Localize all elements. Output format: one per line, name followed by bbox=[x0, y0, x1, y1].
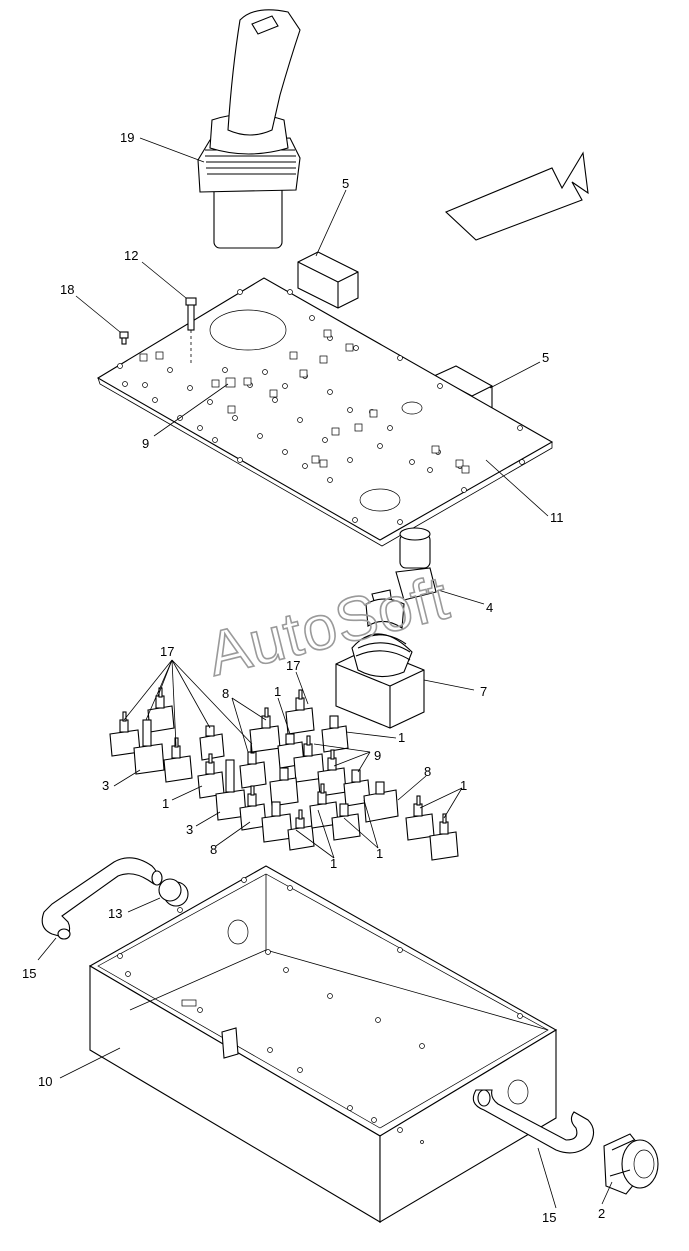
callout-12: 12 bbox=[124, 248, 138, 263]
callout-1-upper-a: 1 bbox=[274, 684, 281, 699]
callout-1-right: 1 bbox=[460, 778, 467, 793]
toggle-switches bbox=[109, 687, 459, 861]
callout-1-upper-b: 1 bbox=[398, 730, 405, 745]
screw-18 bbox=[119, 331, 129, 345]
bolt-12 bbox=[185, 297, 197, 364]
callout-9-switches: 9 bbox=[374, 748, 381, 763]
callout-labels: 19 5 12 18 5 9 11 4 7 17 17 8 1 1 9 3 1 … bbox=[22, 130, 605, 1225]
callout-8-lower: 8 bbox=[210, 842, 217, 857]
plate-bushings bbox=[139, 329, 470, 474]
callout-4: 4 bbox=[486, 600, 493, 615]
callout-1-bottom-b: 1 bbox=[376, 846, 383, 861]
block-5-upper bbox=[297, 251, 359, 309]
callout-15-lower: 15 bbox=[542, 1210, 556, 1225]
callout-19: 19 bbox=[120, 130, 134, 145]
plug-13 bbox=[158, 878, 189, 907]
callout-8-right: 8 bbox=[424, 764, 431, 779]
enclosure-box bbox=[88, 865, 558, 1223]
callout-10: 10 bbox=[38, 1074, 52, 1089]
callout-17-group: 17 bbox=[160, 644, 174, 659]
callout-1-bottom-a: 1 bbox=[330, 856, 337, 871]
callout-13: 13 bbox=[108, 906, 122, 921]
callout-7: 7 bbox=[480, 684, 487, 699]
callout-11: 11 bbox=[550, 510, 564, 525]
callout-9-plate: 9 bbox=[142, 436, 149, 451]
connector-4 bbox=[371, 527, 437, 609]
mounting-plate bbox=[96, 277, 554, 547]
leader-lines bbox=[37, 137, 613, 1209]
handle-15-upper bbox=[41, 857, 163, 940]
callout-18: 18 bbox=[60, 282, 74, 297]
handle-15-lower bbox=[472, 1089, 595, 1154]
callout-15-upper: 15 bbox=[22, 966, 36, 981]
callout-3-lower: 3 bbox=[186, 822, 193, 837]
callout-17-single: 17 bbox=[286, 658, 300, 673]
direction-arrow bbox=[445, 151, 589, 241]
cable-gland-2 bbox=[603, 1133, 659, 1195]
box-fasteners bbox=[117, 877, 523, 1144]
callout-1-left: 1 bbox=[162, 796, 169, 811]
callout-2: 2 bbox=[598, 1206, 605, 1221]
callout-5-lower: 5 bbox=[542, 350, 549, 365]
callout-8-upper: 8 bbox=[222, 686, 229, 701]
callout-3-upper: 3 bbox=[102, 778, 109, 793]
joystick-handle bbox=[197, 9, 301, 249]
callout-5-upper: 5 bbox=[342, 176, 349, 191]
joystick-7 bbox=[335, 598, 425, 729]
